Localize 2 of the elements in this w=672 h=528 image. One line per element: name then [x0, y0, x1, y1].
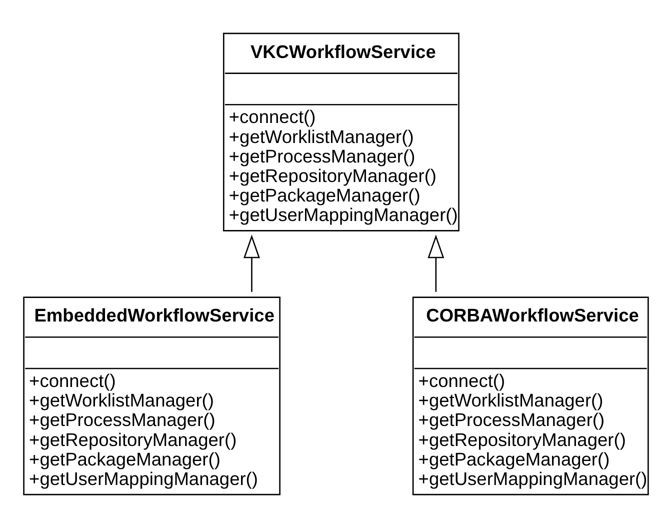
- arrow: [428, 234, 444, 292]
- arrow: [244, 234, 260, 292]
